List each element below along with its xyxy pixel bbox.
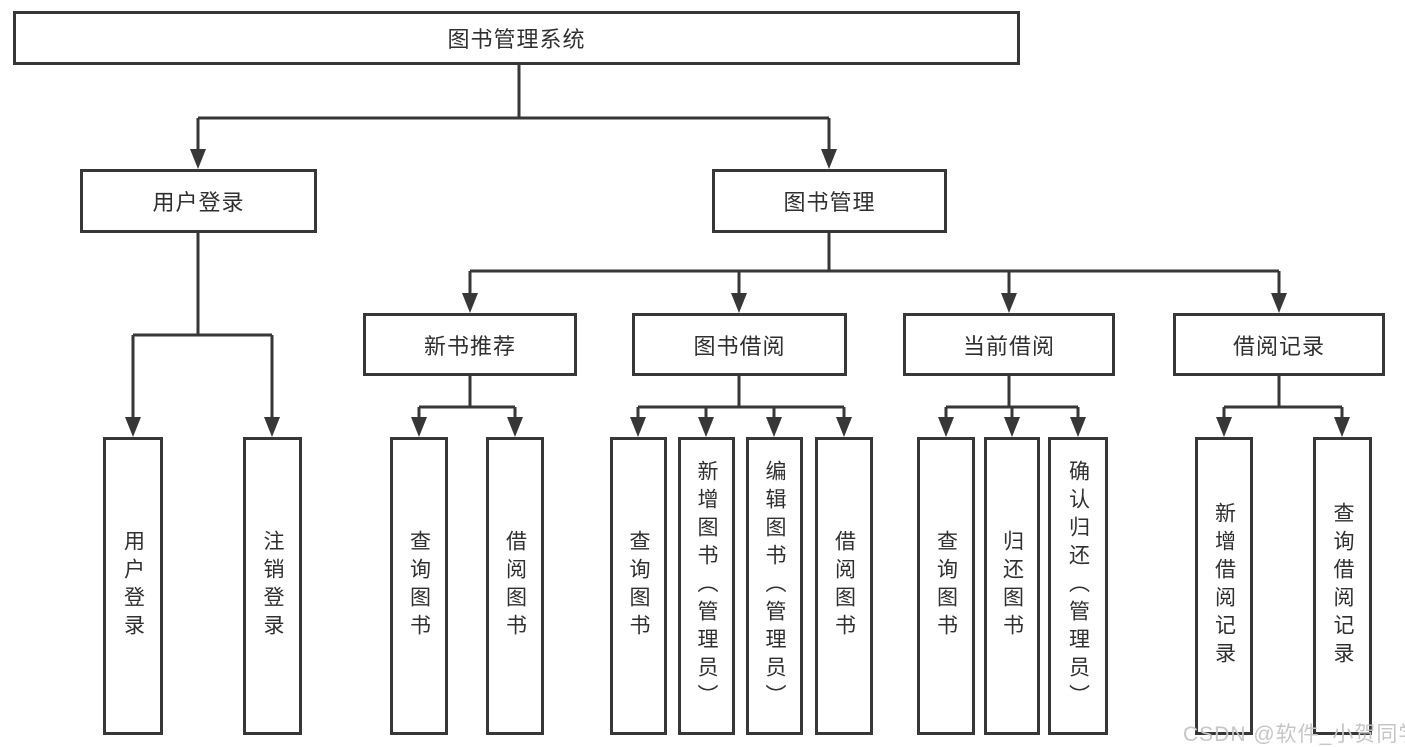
node-book-borrowing: 图书借阅: [632, 313, 847, 376]
arrow-down-icon: [766, 417, 782, 437]
arrow-down-icon: [821, 149, 837, 169]
leaf-newbook-query-books: 查询图书: [390, 437, 448, 735]
leaf-borrowing-edit-books-admin: 编辑图书（管理员）: [746, 437, 803, 735]
arrow-down-icon: [190, 149, 206, 169]
node-book-management: 图书管理: [712, 169, 947, 233]
leaf-current-query-books: 查询图书: [917, 437, 975, 735]
arrow-down-icon: [462, 293, 478, 313]
connector-book-management-to-level3: [462, 233, 1287, 313]
connector-user-login-to-leaves: [125, 233, 280, 437]
arrow-down-icon: [630, 417, 646, 437]
leaf-borrowing-query-books: 查询图书: [610, 437, 667, 735]
node-current-borrowing: 当前借阅: [903, 313, 1115, 376]
leaf-user-login: 用户登录: [103, 437, 163, 735]
arrow-down-icon: [125, 417, 141, 437]
arrow-down-icon: [1004, 417, 1020, 437]
leaf-borrowing-add-books-admin: 新增图书（管理员）: [678, 437, 735, 735]
connector-book-borrowing-to-leaves: [630, 376, 852, 437]
leaf-records-add-borrow-record: 新增借阅记录: [1195, 437, 1253, 735]
connector-borrowing-records-to-leaves: [1216, 376, 1350, 437]
arrow-down-icon: [938, 417, 954, 437]
node-new-book-recommend: 新书推荐: [363, 313, 577, 376]
leaf-logout: 注销登录: [243, 437, 302, 735]
connector-new-book-recommend-to-leaves: [411, 376, 523, 437]
leaf-records-query-borrow-record: 查询借阅记录: [1313, 437, 1372, 735]
connector-current-borrowing-to-leaves: [938, 376, 1086, 437]
arrow-down-icon: [1271, 293, 1287, 313]
node-root-system: 图书管理系统: [13, 11, 1020, 65]
arrow-down-icon: [1001, 293, 1017, 313]
arrow-down-icon: [507, 417, 523, 437]
node-user-login: 用户登录: [80, 169, 317, 233]
arrow-down-icon: [1334, 417, 1350, 437]
leaf-current-return-books: 归还图书: [984, 437, 1040, 735]
arrow-down-icon: [1070, 417, 1086, 437]
csdn-watermark: CSDN @软件_小贺同学: [1183, 723, 1405, 746]
arrow-down-icon: [731, 293, 747, 313]
leaf-current-confirm-return-admin: 确认归还（管理员）: [1048, 437, 1108, 735]
arrow-down-icon: [411, 417, 427, 437]
connector-root-to-level2: [190, 65, 837, 169]
leaf-newbook-borrow-books: 借阅图书: [486, 437, 544, 735]
leaf-borrowing-borrow-books: 借阅图书: [815, 437, 873, 735]
arrow-down-icon: [698, 417, 714, 437]
arrow-down-icon: [264, 417, 280, 437]
node-borrowing-records: 借阅记录: [1173, 313, 1385, 376]
arrow-down-icon: [836, 417, 852, 437]
arrow-down-icon: [1216, 417, 1232, 437]
